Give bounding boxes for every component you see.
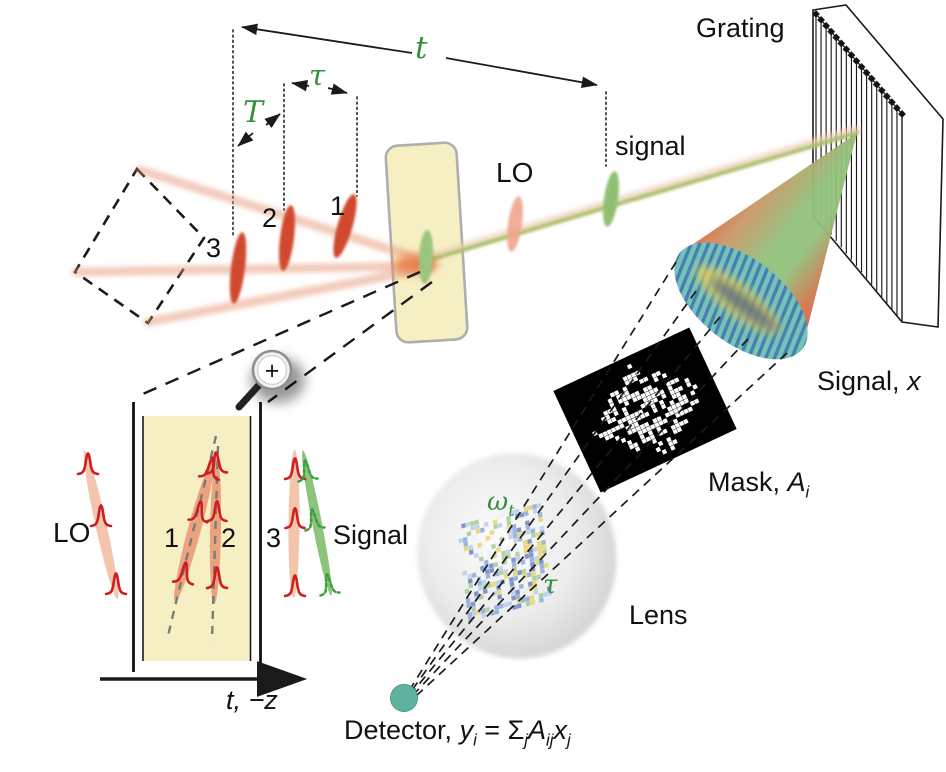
detector-equals: = [476,715,508,745]
magnifier-plus-glyph: + [265,357,280,385]
T-span-label: T [243,95,264,130]
signal-pulse-ellipse [603,171,619,227]
tau-span-arrow [291,79,348,95]
detector-dot [390,684,418,712]
detector-sigma: Σ [507,715,525,745]
delay-mirror-dashed-box [73,166,206,325]
lens-shape [417,453,617,659]
detector-x-sub: j [566,730,571,750]
lens-label: Lens [629,600,688,630]
inset-crystal-walls [132,402,262,672]
mask-var: A [787,467,806,497]
lo-pulse-ellipse [507,196,523,252]
t-span-arrow [241,23,598,88]
signal-beam-line [426,126,860,261]
t-span-label: t [415,30,428,66]
detector-label: Detector, yi = ΣjAijxj [344,716,571,749]
pulse-1-label: 1 [330,191,346,221]
detector-y-sub: i [473,730,477,750]
T-span-arrows [237,113,281,147]
pulse-2-ellipse [278,205,296,271]
mask-text: Mask, [708,467,788,497]
mask-label: Mask, Ai [708,468,809,501]
inset-lo-beam [83,450,119,600]
detector-y: y [459,715,474,745]
detector-prefix: Detector, [344,715,460,745]
mask-speckle [592,363,700,455]
pulse-3-ellipse [229,232,247,304]
inset-beam3-label: 3 [266,523,282,553]
inset-diagram [76,402,341,697]
crystal-green-pulse [418,230,434,284]
signal-x-text: Signal, [817,366,908,396]
pulse-1-ellipse [333,194,357,258]
detector-x: x [553,715,567,745]
omega-t-label: ωt [487,487,515,520]
tau-lens-label: τ [543,570,558,600]
signal-label: signal [615,131,686,161]
detector-sigma-sub: j [524,730,528,750]
pulse-3-label: 3 [206,233,222,263]
omega-sub: t [508,501,515,521]
detector-A-sub: ij [546,730,554,750]
inset-lo-label: LO [53,517,91,548]
inset-signal-label: Signal [333,520,409,550]
signal-x-label: Signal, x [817,367,921,395]
grating [812,4,944,328]
tau-span-label: τ [309,58,326,92]
inset-beam-3 [288,450,300,598]
magnifier-icon: + [235,349,305,411]
inset-beam2-label: 2 [221,523,237,553]
lo-label: LO [496,157,534,188]
projection-dashed-lines [408,261,788,697]
omega-base: ω [487,487,509,517]
inset-beam1-label: 1 [164,523,180,553]
dispersed-cone [674,133,857,360]
inset-axis-label: t, −z [226,685,278,715]
detector-A: A [527,715,546,745]
grating-label: Grating [696,13,785,43]
cone-face-pattern [695,265,781,335]
pulse-2-label: 2 [262,203,278,233]
signal-x-var: x [907,366,921,396]
lo-pump-beams [71,165,435,327]
pulse-ellipses [229,171,619,304]
mask-sub: i [805,482,810,502]
mask-plate [553,327,737,493]
